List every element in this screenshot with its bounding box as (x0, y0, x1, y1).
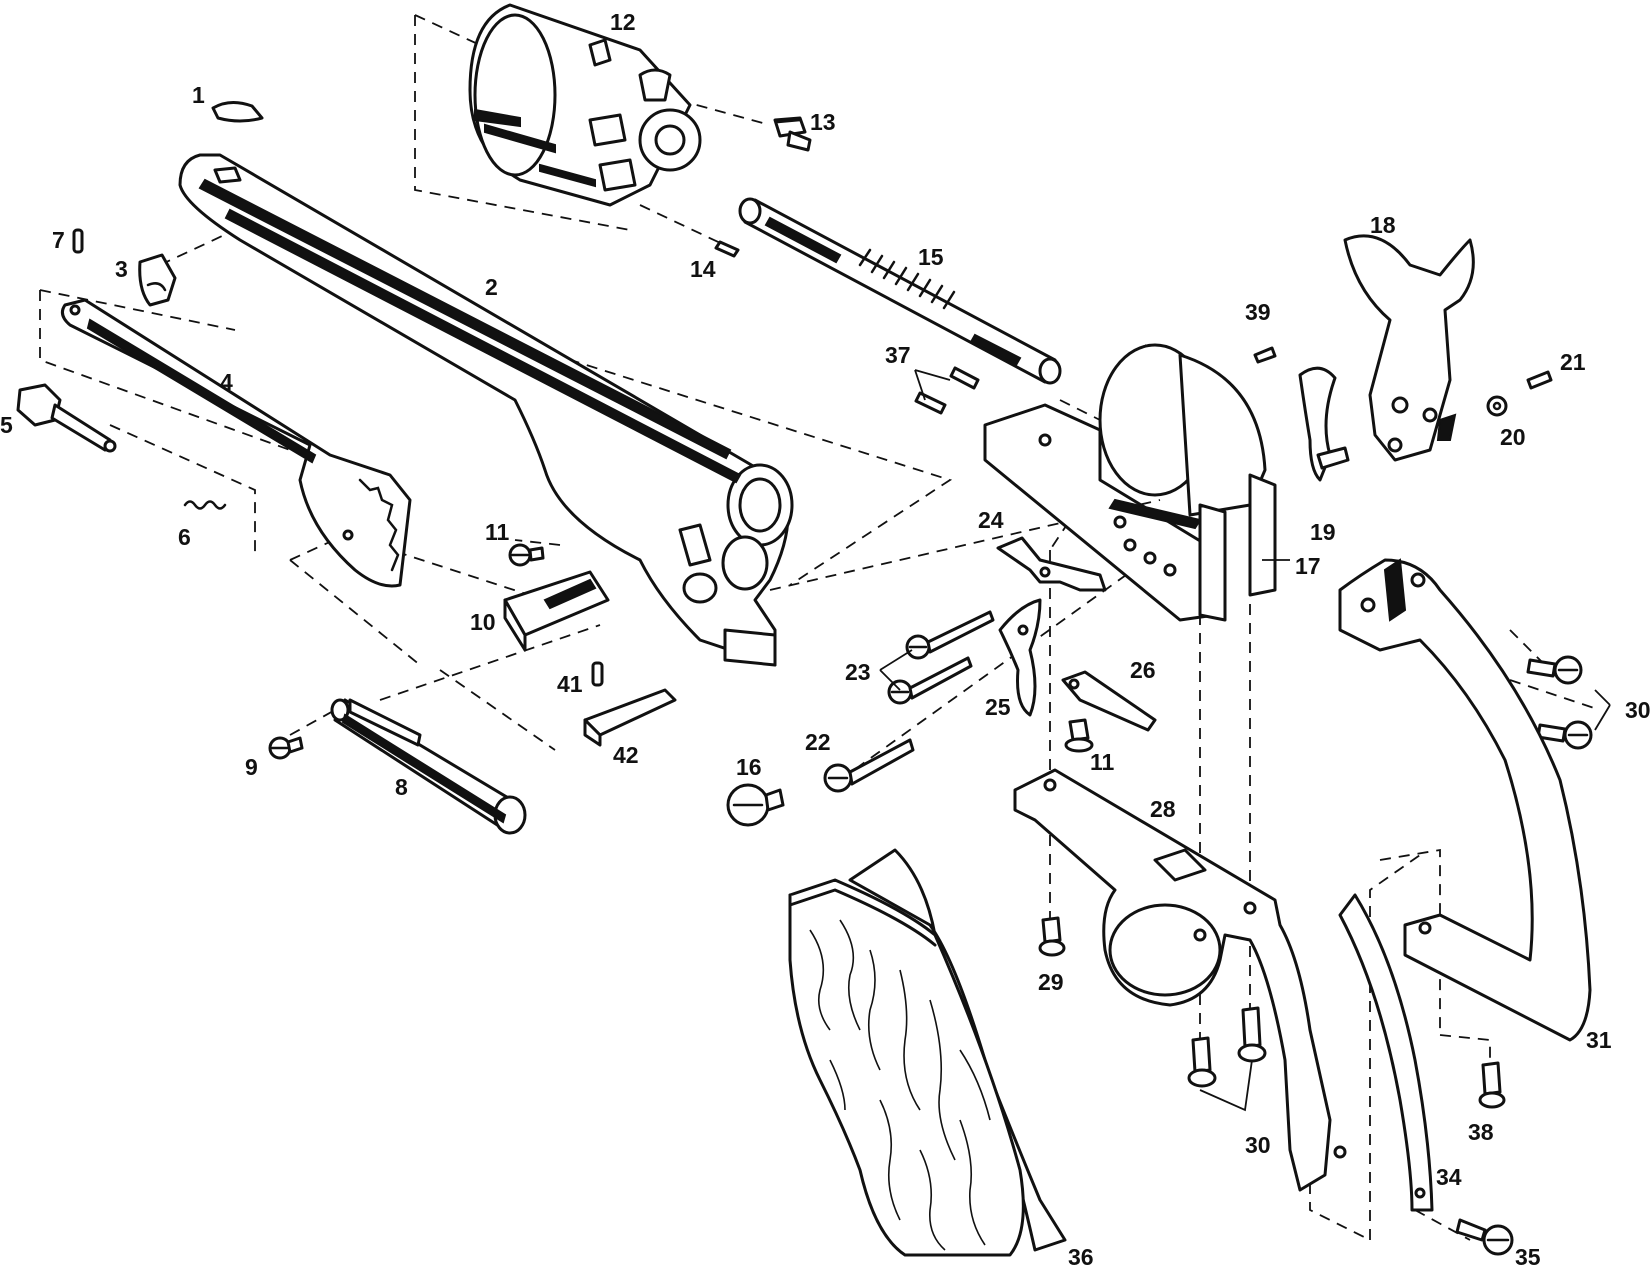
part-18-hammer (1343, 234, 1475, 462)
label-part-9: 9 (245, 754, 258, 780)
part-5-plunger (16, 383, 117, 453)
part-16-screw (726, 783, 785, 827)
part-26-trigger-spring (1061, 670, 1157, 732)
label-part-17: 17 (1295, 553, 1321, 579)
label-part-15: 15 (918, 244, 944, 270)
label-part-30-upper: 30 (1625, 697, 1651, 723)
part-41-pin (591, 661, 604, 687)
part-12-cylinder (468, 3, 702, 207)
callout-brackets (879, 369, 1290, 691)
label-part-42: 42 (613, 742, 639, 768)
part-20-nut (1486, 395, 1508, 417)
label-part-37: 37 (885, 342, 911, 368)
part-15-arbor (738, 197, 1062, 385)
part-38-screw (1478, 1061, 1506, 1109)
label-part-11-lower: 11 (1090, 749, 1115, 775)
label-part-41: 41 (557, 671, 583, 697)
part-34-mainspring (1338, 893, 1434, 1212)
label-part-24: 24 (978, 507, 1004, 533)
label-part-19: 19 (1310, 519, 1336, 545)
label-part-8: 8 (395, 774, 408, 800)
part-1-front-sight (211, 101, 264, 123)
part-25-trigger (998, 598, 1042, 717)
part-39-pin (1253, 346, 1277, 364)
label-part-34: 34 (1436, 1164, 1462, 1190)
part-22-screw (823, 738, 915, 793)
part-10-barrel-wedge (503, 570, 610, 652)
part-21-pin (1526, 370, 1553, 390)
part-37-pins (914, 366, 980, 415)
part-13-nipple (773, 116, 812, 152)
label-part-16: 16 (736, 754, 762, 780)
part-23-screws (887, 610, 995, 705)
part-3-wedge (138, 253, 177, 307)
label-part-10: 10 (470, 609, 496, 635)
label-part-14: 14 (690, 256, 716, 282)
label-part-2: 2 (485, 274, 498, 300)
part-number-labels: 1 2 3 4 5 6 7 8 9 10 11 11 12 13 14 15 1… (0, 9, 1651, 1270)
part-29-screw (1038, 916, 1066, 957)
label-part-36: 36 (1068, 1244, 1094, 1270)
label-part-29: 29 (1038, 969, 1064, 995)
label-part-20: 20 (1500, 424, 1526, 450)
part-8-rammer-tube (330, 698, 527, 835)
part-28-trigger-guard (1013, 768, 1347, 1192)
part-24-bolt (996, 536, 1107, 592)
label-part-3: 3 (115, 256, 128, 282)
label-part-23: 23 (845, 659, 871, 685)
label-part-5: 5 (0, 412, 13, 438)
label-part-28: 28 (1150, 796, 1176, 822)
label-part-22: 22 (805, 729, 831, 755)
part-11-screw-lower (1064, 718, 1094, 753)
label-part-1: 1 (192, 82, 205, 108)
label-part-39: 39 (1245, 299, 1271, 325)
part-6-spring (183, 500, 227, 510)
part-35-screw (1455, 1218, 1514, 1256)
label-part-35: 35 (1515, 1244, 1541, 1270)
part-14-pin (714, 240, 740, 258)
part-11-screw-upper (508, 543, 545, 567)
part-31-backstrap (1338, 558, 1592, 1042)
label-part-11-upper: 11 (485, 519, 510, 545)
label-part-30-lower: 30 (1245, 1132, 1271, 1158)
label-part-26: 26 (1130, 657, 1156, 683)
part-30-screws-lower (1187, 1006, 1267, 1112)
label-part-18: 18 (1370, 212, 1396, 238)
part-36-grips (788, 848, 1067, 1257)
label-part-7: 7 (52, 227, 65, 253)
part-2-barrel (178, 153, 794, 667)
part-42-latch (583, 688, 677, 747)
label-part-4: 4 (220, 369, 233, 395)
label-part-21: 21 (1560, 349, 1586, 375)
label-part-6: 6 (178, 524, 191, 550)
label-part-13: 13 (810, 109, 836, 135)
label-part-31: 31 (1586, 1027, 1612, 1053)
label-part-38: 38 (1468, 1119, 1494, 1145)
part-19-hand-spring (1298, 366, 1350, 482)
label-part-12: 12 (610, 9, 636, 35)
part-17-frame (983, 343, 1277, 622)
label-part-25: 25 (985, 694, 1011, 720)
part-7-pin (72, 228, 84, 254)
part-4-loading-lever (60, 298, 412, 588)
part-9-screw (268, 736, 304, 760)
